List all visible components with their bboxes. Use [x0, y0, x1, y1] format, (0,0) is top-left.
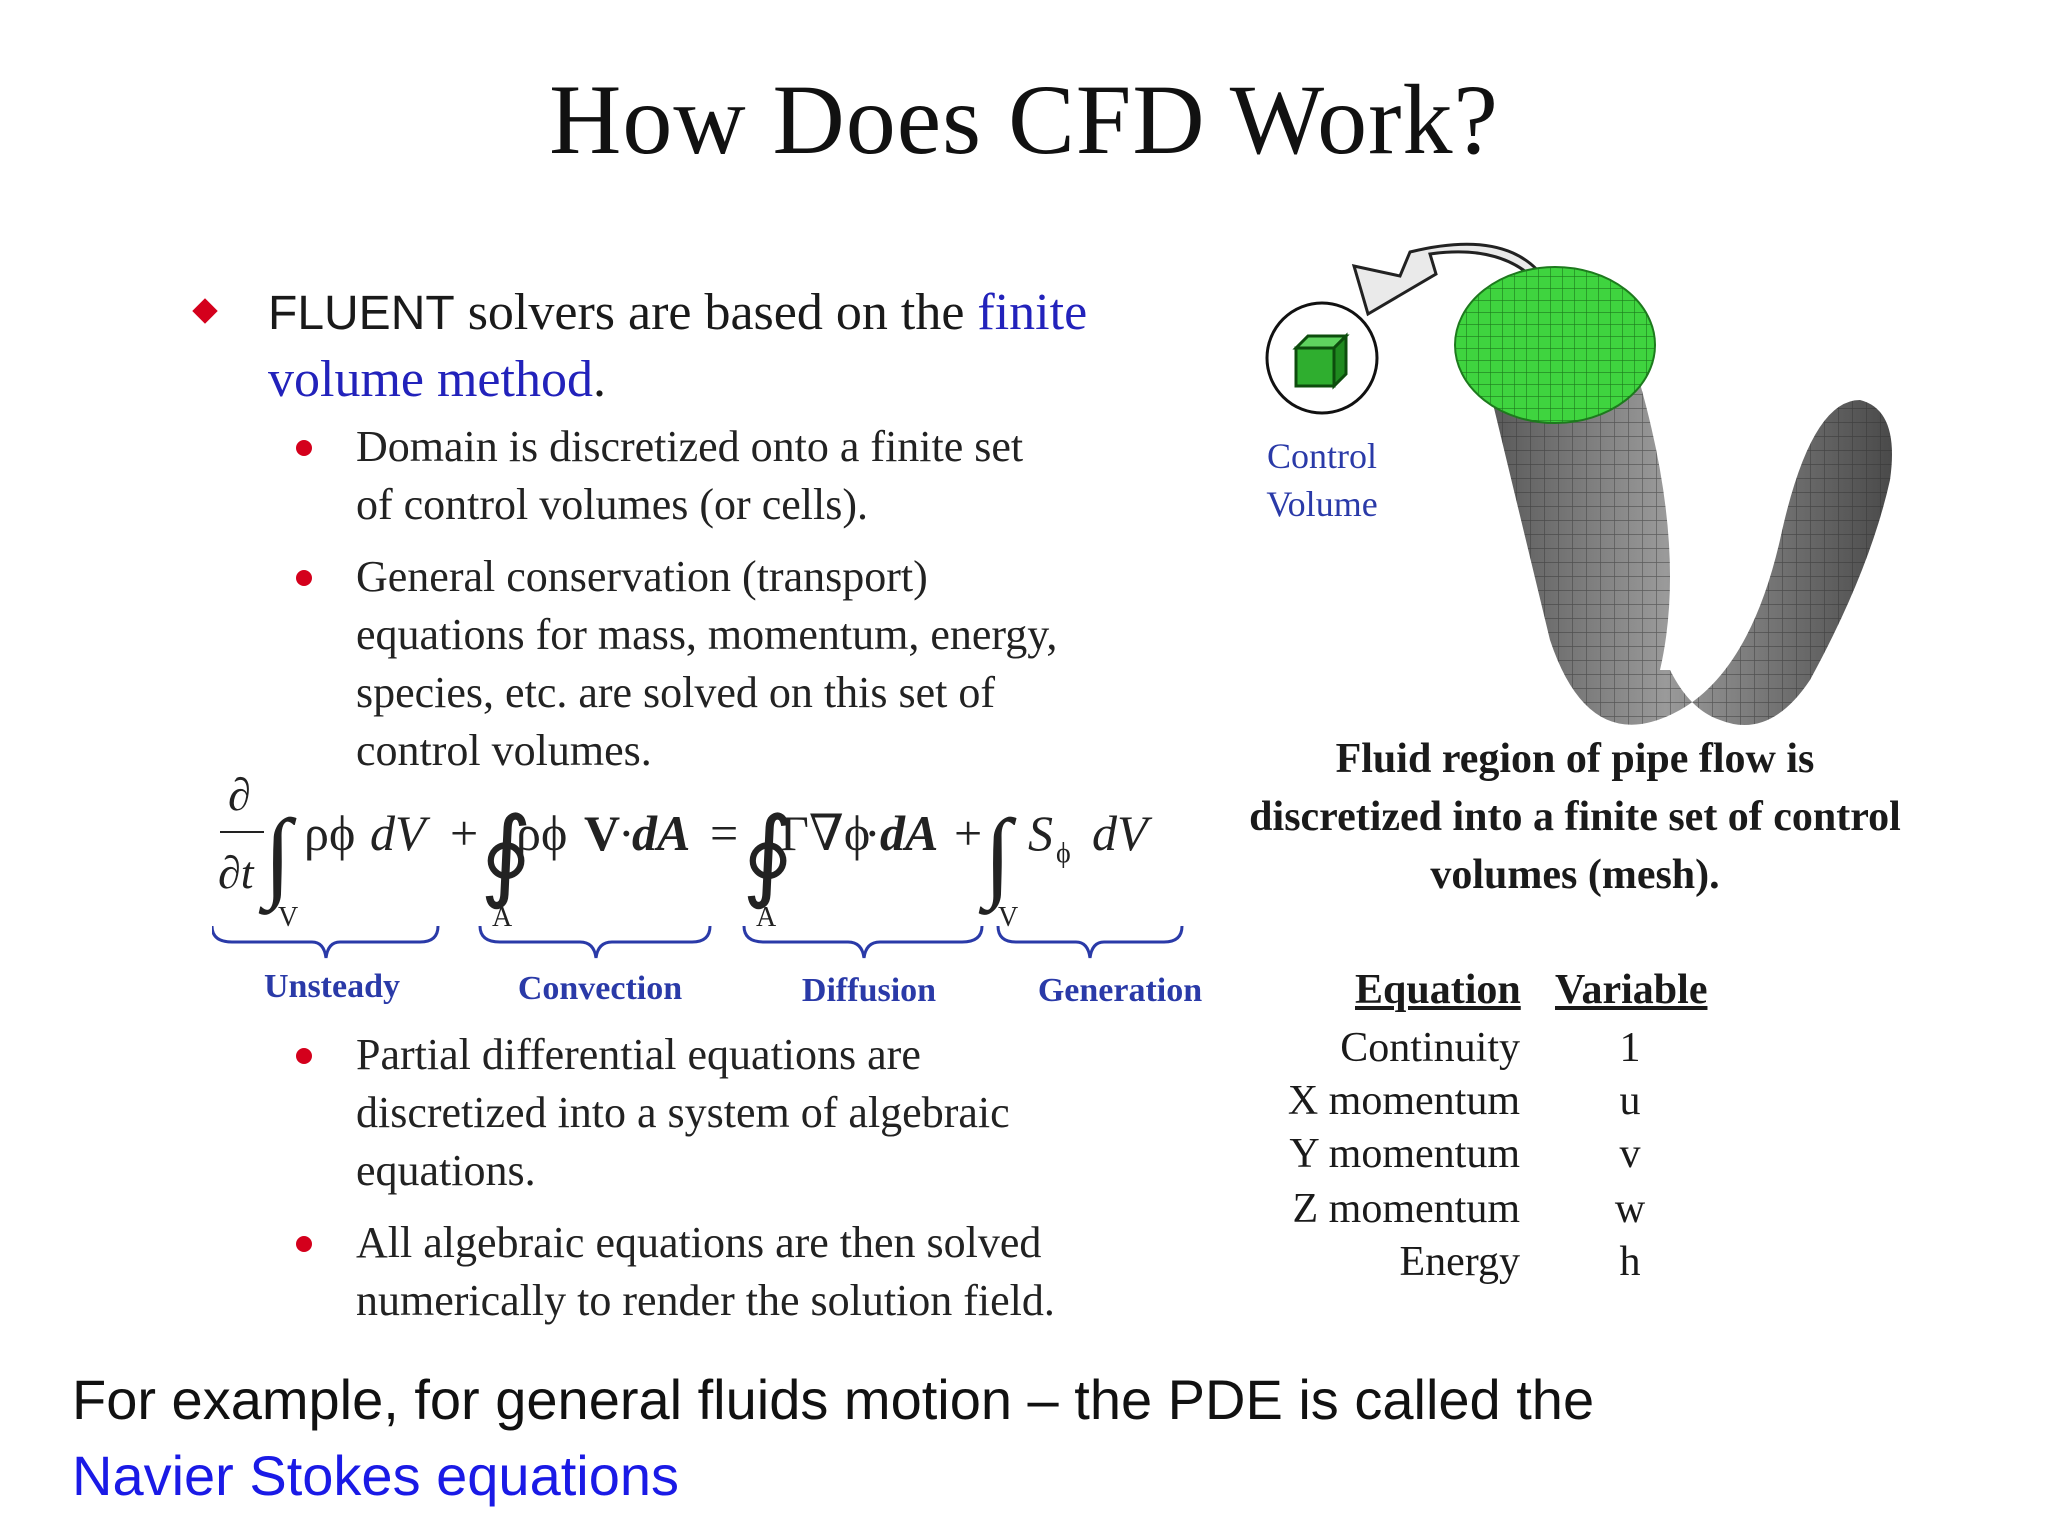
rho-phi: ρϕ — [516, 805, 567, 861]
partial-symbol: ∂ — [228, 770, 251, 820]
dv-term: dV — [1092, 805, 1153, 861]
table-cell-equation: Z momentum — [1292, 1186, 1520, 1232]
table-cell-equation: Y momentum — [1289, 1131, 1520, 1177]
sub-bullet-line: discretized into a system of algebraic — [356, 1088, 1010, 1137]
table-header-variable: Variable — [1555, 967, 1708, 1013]
brace-diffusion — [742, 925, 984, 959]
finite-link[interactable]: finite — [977, 284, 1088, 341]
table-cell-variable: 1 — [1619, 1025, 1641, 1071]
dot-operator: · — [864, 805, 881, 861]
footer-line: For example, for general fluids motion –… — [72, 1368, 1595, 1431]
footer-text: For example, for general fluids motion –… — [72, 1362, 1972, 1514]
plus-sign: + — [450, 805, 478, 861]
area-vector: dA — [632, 805, 690, 861]
bullet-dot-icon — [296, 1048, 312, 1064]
main-bullet-tail: . — [592, 351, 606, 408]
navier-stokes-link[interactable]: Navier Stokes equations — [72, 1444, 680, 1507]
label-diffusion: Diffusion — [801, 972, 937, 1009]
equals-sign: = — [710, 805, 738, 861]
main-bullet-body: solvers are based on the — [454, 284, 978, 341]
table-cell-variable: u — [1619, 1078, 1641, 1124]
control-volume-label-line: Volume — [1266, 484, 1378, 524]
sub-bullet-line: control volumes. — [356, 726, 652, 775]
label-convection: Convection — [517, 970, 683, 1007]
bullet-dot-icon — [296, 440, 312, 456]
dv-term: dV — [370, 805, 431, 861]
source-subscript: ϕ — [1056, 838, 1071, 869]
rho-phi: ρϕ — [304, 805, 355, 861]
sub-bullet-line: species, etc. are solved on this set of — [356, 668, 996, 717]
velocity-vector: V — [584, 805, 620, 861]
brace-convection — [478, 925, 712, 959]
label-unsteady: Unsteady — [263, 968, 401, 1005]
sub-bullet-line: equations for mass, momentum, energy, — [356, 610, 1058, 659]
sub-bullet-line: of control volumes (or cells). — [356, 480, 868, 529]
integral-sign: ∫ — [258, 799, 297, 915]
brace-generation — [996, 925, 1184, 959]
sub-bullet-3: Partial differential equations are discr… — [356, 1026, 1116, 1200]
label-generation: Generation — [1037, 972, 1203, 1009]
sub-bullet-1: Domain is discretized onto a finite set … — [356, 418, 1116, 534]
fluent-word: FLUENT — [268, 287, 455, 340]
gamma-grad-phi: Γ∇ϕ — [780, 805, 870, 861]
area-vector: dA — [880, 805, 938, 861]
diamond-bullet-icon — [192, 298, 218, 324]
integral-sign: ∫ — [978, 799, 1017, 915]
caption-line: volumes (mesh). — [1430, 852, 1720, 898]
dt-symbol: ∂t — [218, 847, 255, 898]
main-bullet-text: FLUENT solvers are based on the finite v… — [268, 280, 1168, 413]
sub-bullet-2: General conservation (transport) equatio… — [356, 548, 1116, 780]
green-mesh-cap — [1454, 266, 1656, 424]
sub-bullet-line: General conservation (transport) — [356, 552, 928, 601]
slide-title: How Does CFD Work? — [549, 64, 1499, 175]
plus-sign: + — [954, 805, 982, 861]
table-cell-equation: X momentum — [1287, 1078, 1520, 1124]
volume-method-link[interactable]: volume method — [268, 351, 593, 408]
limit-v: V — [278, 902, 298, 933]
control-volume-label: Control Volume — [1262, 432, 1382, 528]
transport-equation: ∂ ∂t ∫ ρϕ dV + ∮ ρϕ V · dA = ∮ Γ∇ϕ · dA … — [212, 770, 1184, 959]
table-cell-equation: Energy — [1399, 1239, 1520, 1285]
bullet-dot-icon — [296, 570, 312, 586]
table-cell-equation: Continuity — [1340, 1025, 1520, 1071]
bullet-dot-icon — [296, 1236, 312, 1252]
caption-line: Fluid region of pipe flow is — [1335, 736, 1815, 782]
sub-bullet-line: equations. — [356, 1146, 536, 1195]
pipe-mesh-illustration — [1265, 242, 1892, 725]
source-term: S — [1028, 805, 1053, 861]
limit-v: V — [998, 902, 1018, 933]
caption-line: discretized into a finite set of control — [1249, 794, 1901, 840]
control-volume-label-line: Control — [1266, 436, 1377, 476]
table-cell-variable: h — [1619, 1239, 1641, 1285]
limit-a: A — [492, 902, 513, 933]
control-volume-cube-icon — [1292, 332, 1350, 390]
limit-a: A — [756, 902, 777, 933]
sub-bullet-line: numerically to render the solution field… — [356, 1276, 1055, 1325]
table-cell-variable: w — [1614, 1186, 1646, 1232]
sub-bullet-line: Partial differential equations are — [356, 1030, 921, 1079]
table-header-equation: Equation — [1355, 967, 1521, 1013]
brace-unsteady — [212, 925, 440, 959]
contour-integral: ∮ — [742, 799, 794, 910]
figure-caption: Fluid region of pipe flow is discretized… — [1215, 730, 1935, 904]
sub-bullet-line: All algebraic equations are then solved — [356, 1218, 1042, 1267]
sub-bullet-line: Domain is discretized onto a finite set — [356, 422, 1024, 471]
table-cell-variable: v — [1619, 1131, 1641, 1177]
sub-bullet-4: All algebraic equations are then solved … — [356, 1214, 1116, 1330]
dot-operator: · — [618, 805, 635, 861]
contour-integral: ∮ — [480, 799, 532, 910]
